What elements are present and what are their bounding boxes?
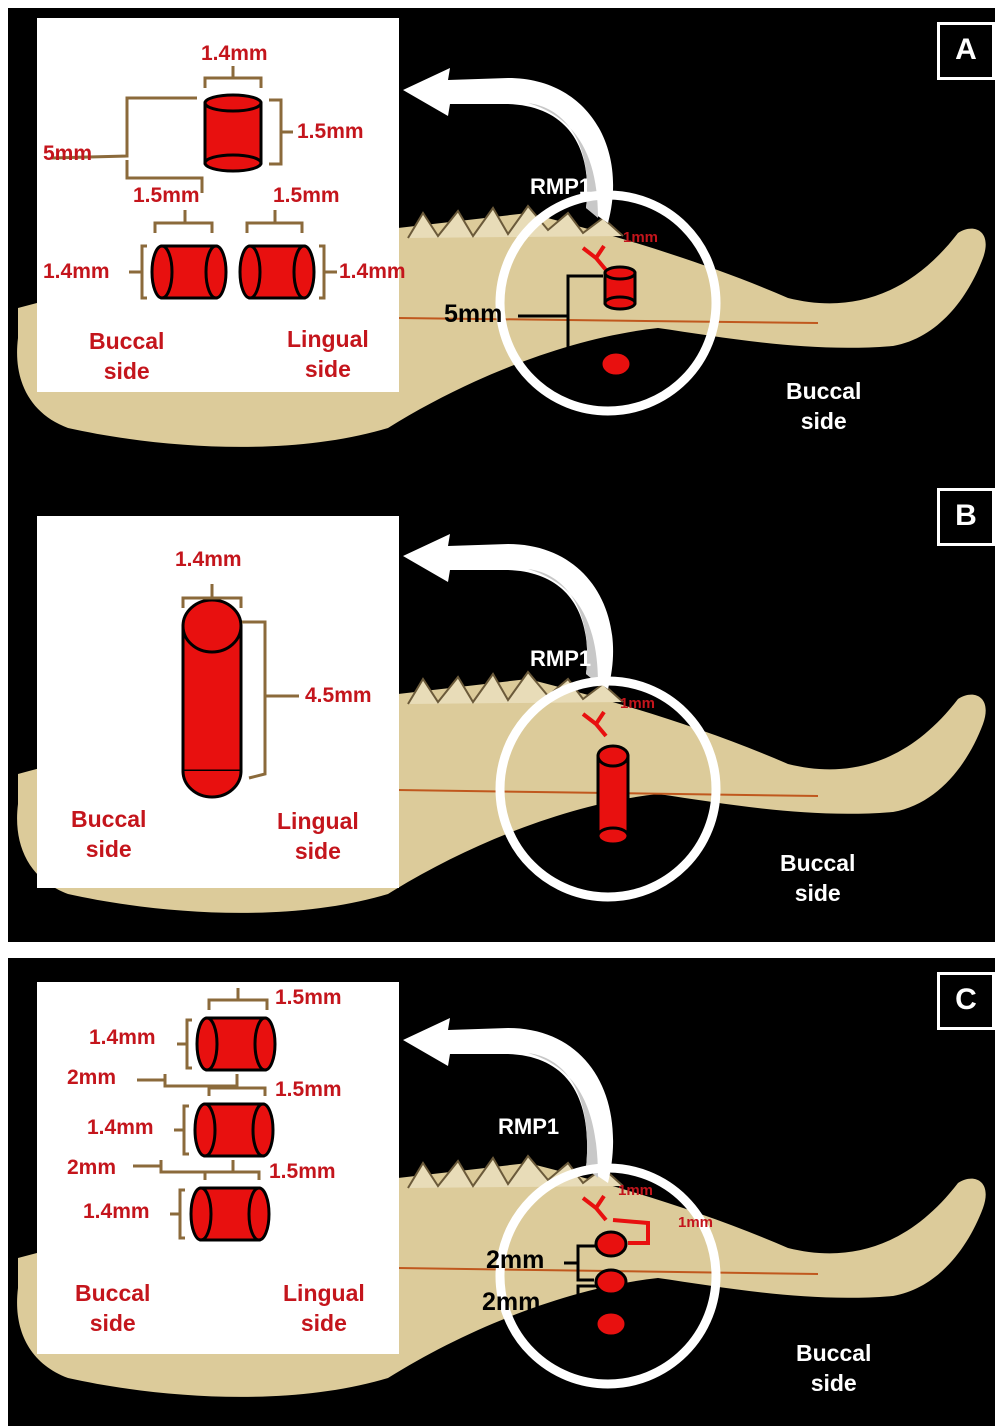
- rmp-label: RMP1: [530, 174, 591, 200]
- diameter-label-2: 1.4mm: [87, 1116, 154, 1140]
- panel-b: 1mm RMP1 Buccal side 1.4mm 4.5mm Buccal …: [8, 474, 995, 942]
- gap-label-1: 2mm: [67, 1066, 116, 1090]
- inset-lingual-word: Lingual: [277, 806, 359, 836]
- spacing-label: 5mm: [43, 142, 92, 166]
- lingual-diameter-label: 1.4mm: [339, 260, 406, 284]
- cylinder-bone: [598, 746, 628, 844]
- hole-2: [596, 1270, 626, 1294]
- cylinder-tall: [183, 600, 241, 797]
- inset-diagram-b: 1.4mm 4.5mm Buccal side Lingual side: [37, 516, 399, 888]
- inset-lingual-word: Lingual: [283, 1278, 365, 1308]
- inset-buccal-word-2: side: [89, 356, 164, 386]
- cylinder-1: [197, 1018, 275, 1070]
- lingual-length-label: 1.5mm: [273, 184, 340, 208]
- buccal-side-label: Buccal side: [786, 376, 861, 436]
- cylinder-2: [195, 1104, 273, 1156]
- bone-offset-label: 1mm: [678, 1214, 713, 1231]
- length-label-3: 1.5mm: [269, 1160, 336, 1184]
- gap-label-2: 2mm: [67, 1156, 116, 1180]
- length-label-1: 1.5mm: [275, 986, 342, 1010]
- buccal-side-word: Buccal: [780, 848, 855, 878]
- inset-buccal-word: Buccal: [75, 1278, 150, 1308]
- width-label: 1.4mm: [175, 548, 242, 572]
- bone-depth-label: 1mm: [618, 1182, 653, 1199]
- buccal-side-word-2: side: [786, 406, 861, 436]
- inset-buccal-label: Buccal side: [89, 326, 164, 386]
- cylinder-top: [205, 95, 261, 171]
- bone-depth-label: 1mm: [620, 695, 655, 712]
- buccal-length-label: 1.5mm: [133, 184, 200, 208]
- cylinder-buccal: [152, 246, 226, 298]
- top-width-label: 1.4mm: [201, 42, 268, 66]
- inset-lingual-word-2: side: [283, 1308, 365, 1338]
- panel-a: 1mm 5mm RMP1 Buccal side: [8, 8, 995, 476]
- buccal-side-word-2: side: [796, 1368, 871, 1398]
- inset-diagram-c: 1.5mm 1.4mm 2mm 1.5mm 1.4mm 2mm 1.5mm 1.…: [37, 982, 399, 1354]
- hole-3: [596, 1312, 626, 1336]
- inset-lingual-label: Lingual side: [277, 806, 359, 866]
- inset-buccal-word-2: side: [75, 1308, 150, 1338]
- buccal-side-word: Buccal: [786, 376, 861, 406]
- buccal-diameter-label: 1.4mm: [43, 260, 110, 284]
- inset-buccal-label: Buccal side: [75, 1278, 150, 1338]
- rmp-label: RMP1: [498, 1114, 559, 1140]
- length-label-2: 1.5mm: [275, 1078, 342, 1102]
- bone-gap-label-1: 2mm: [486, 1246, 544, 1275]
- inset-lingual-label: Lingual side: [283, 1278, 365, 1338]
- inset-buccal-word: Buccal: [89, 326, 164, 356]
- inset-lingual-label: Lingual side: [287, 324, 369, 384]
- hole-bone: [601, 352, 631, 376]
- bone-gap-label-2: 2mm: [482, 1288, 540, 1317]
- cylinder-3: [191, 1188, 269, 1240]
- buccal-side-label: Buccal side: [780, 848, 855, 908]
- inset-lingual-word-2: side: [277, 836, 359, 866]
- cylinder-lingual: [240, 246, 314, 298]
- panel-letter: A: [937, 22, 995, 80]
- inset-buccal-word-2: side: [71, 834, 146, 864]
- panel-letter: C: [937, 972, 995, 1030]
- buccal-side-word: Buccal: [796, 1338, 871, 1368]
- inset-buccal-word: Buccal: [71, 804, 146, 834]
- buccal-side-word-2: side: [780, 878, 855, 908]
- hole-1: [596, 1232, 626, 1256]
- inset-lingual-word: Lingual: [287, 324, 369, 354]
- buccal-side-label: Buccal side: [796, 1338, 871, 1398]
- height-label: 4.5mm: [305, 684, 372, 708]
- cylinder-bone: [605, 267, 635, 309]
- bone-spacing-label: 5mm: [444, 300, 502, 329]
- inset-buccal-label: Buccal side: [71, 804, 146, 864]
- diameter-label-1: 1.4mm: [89, 1026, 156, 1050]
- panel-c: 1mm 1mm 2mm 2mm RMP1 Buccal side: [8, 958, 995, 1426]
- bone-depth-label: 1mm: [623, 229, 658, 246]
- diameter-label-3: 1.4mm: [83, 1200, 150, 1224]
- inset-lingual-word-2: side: [287, 354, 369, 384]
- rmp-label: RMP1: [530, 646, 591, 672]
- panel-letter: B: [937, 488, 995, 546]
- inset-diagram-a: 1.4mm 1.5mm 5mm 1.5mm 1.5mm 1.4mm 1.4mm …: [37, 18, 399, 392]
- top-height-label: 1.5mm: [297, 120, 364, 144]
